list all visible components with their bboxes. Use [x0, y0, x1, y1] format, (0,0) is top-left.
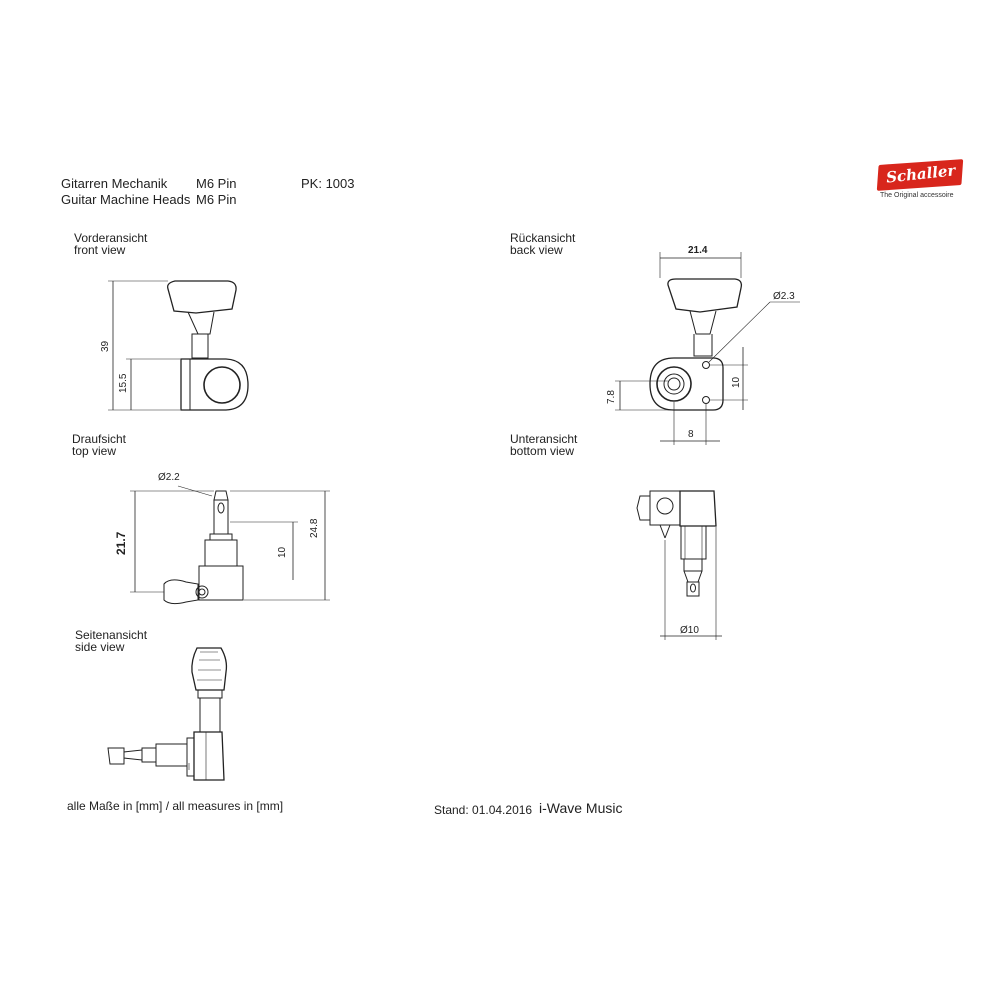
top-dim-hole: Ø2.2 [158, 472, 180, 483]
title-german: Gitarren Mechanik [61, 176, 168, 191]
back-view-label-en: back view [510, 243, 563, 257]
logo-tagline: The Original accessoire [880, 192, 954, 199]
bottom-view-label-de: Unteransicht [510, 432, 578, 446]
measures-note: alle Maße in [mm] / all measures in [mm] [67, 799, 284, 813]
front-view-label-en: front view [74, 243, 126, 257]
side-view-label-de: Seitenansicht [75, 628, 148, 642]
side-view-label-en: side view [75, 640, 125, 654]
schaller-logo: Schaller The Original accessoire [874, 159, 966, 202]
back-view-drawing [615, 252, 800, 445]
product-code: PK: 1003 [301, 176, 355, 191]
bottom-view-label-en: bottom view [510, 444, 575, 458]
top-view-label-de: Draufsicht [72, 432, 127, 446]
bottom-view-drawing [636, 490, 722, 640]
back-dim-width: 21.4 [688, 245, 708, 256]
bottom-dim-diameter: Ø10 [680, 625, 699, 636]
revision-date: Stand: 01.04.2016 [434, 803, 533, 817]
title-english: Guitar Machine Heads [61, 192, 191, 207]
company-name: i-Wave Music [539, 800, 623, 816]
top-view-label-en: top view [72, 444, 117, 458]
back-dim-hole: Ø2.3 [773, 291, 795, 302]
top-view-drawing [130, 485, 330, 605]
back-dim-bottom: 8 [688, 429, 694, 440]
pin-label-english: M6 Pin [196, 192, 237, 207]
pin-label-german: M6 Pin [196, 176, 237, 191]
side-view-drawing [107, 647, 228, 781]
back-view-label-de: Rückansicht [510, 231, 576, 245]
front-view-label-de: Vorderansicht [74, 231, 148, 245]
front-view-drawing [108, 280, 249, 411]
